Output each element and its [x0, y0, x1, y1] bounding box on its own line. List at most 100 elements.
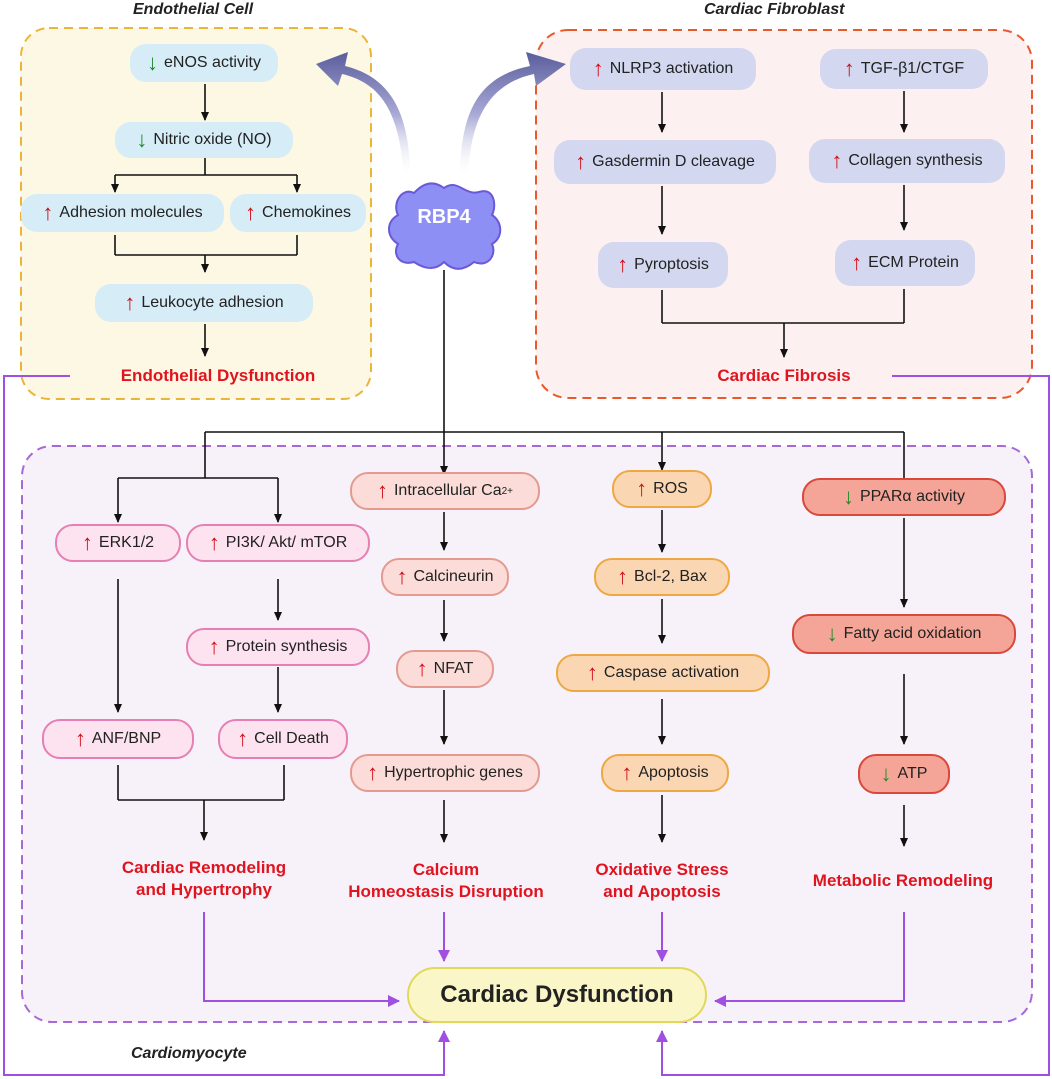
node-label: Leukocyte adhesion	[141, 294, 284, 311]
up-arrow-icon: ↑	[81, 530, 93, 555]
outcome-oxidative-stress: Oxidative Stress and Apoptosis	[574, 859, 750, 903]
node-pyroptosis: ↑ Pyroptosis	[598, 242, 728, 288]
node-nlrp3-activation: ↑ NLRP3 activation	[570, 48, 756, 90]
node-nfat: ↑ NFAT	[396, 650, 494, 688]
outcome-cardiac-remodeling: Cardiac Remodeling and Hypertrophy	[104, 857, 304, 901]
up-arrow-icon: ↑	[851, 250, 863, 275]
node-label: Fatty acid oxidation	[843, 625, 982, 642]
rbp4-label: RBP4	[417, 206, 471, 228]
endothelial-title: Endothelial Cell	[133, 1, 254, 18]
node-fatty-acid-oxidation: ↓ Fatty acid oxidation	[792, 614, 1016, 654]
sweep-arrow-right	[460, 52, 566, 178]
up-arrow-icon: ↑	[621, 760, 633, 785]
node-label: Collagen synthesis	[848, 152, 983, 169]
outcome-line: Cardiac Remodeling	[121, 858, 287, 877]
node-label: Gasdermin D cleavage	[592, 153, 755, 170]
node-pi3k-akt-mtor: ↑ PI3K/ Akt/ mTOR	[186, 524, 370, 562]
down-arrow-icon: ↓	[147, 50, 159, 75]
node-label: Apoptosis	[638, 764, 709, 781]
node-label: Protein synthesis	[225, 638, 348, 655]
node-label: Caspase activation	[603, 664, 740, 681]
up-arrow-icon: ↑	[617, 252, 629, 277]
node-label: ECM Protein	[868, 254, 959, 271]
node-bcl2-bax: ↑ Bcl-2, Bax	[594, 558, 730, 596]
outcome-cardiac-fibrosis: Cardiac Fibrosis	[717, 366, 851, 385]
node-cell-death: ↑ Cell Death	[218, 719, 348, 759]
node-label: ATP	[897, 765, 928, 782]
outcome-line: and Apoptosis	[603, 882, 721, 901]
node-enos-activity: ↓ eNOS activity	[130, 44, 278, 82]
up-arrow-icon: ↑	[575, 149, 587, 174]
node-hypertrophic-genes: ↑Hypertrophic genes	[350, 754, 540, 792]
down-arrow-icon: ↓	[843, 484, 854, 509]
node-label: NFAT	[433, 660, 474, 677]
node-leukocyte-adhesion: ↑ Leukocyte adhesion	[95, 284, 313, 322]
node-label: PI3K/ Akt/ mTOR	[225, 534, 348, 551]
up-arrow-icon: ↑	[592, 56, 604, 81]
outcome-line: Homeostasis Disruption	[348, 882, 544, 901]
node-label: Bcl-2, Bax	[634, 568, 707, 585]
node-protein-synthesis: ↑ Protein synthesis	[186, 628, 370, 666]
node-tgf-ctgf: ↑ TGF-β1/CTGF	[820, 49, 988, 89]
node-label: ANF/BNP	[91, 730, 162, 747]
outcome-metabolic-remodeling: Metabolic Remodeling	[812, 871, 994, 890]
node-gasdermin-cleavage: ↑ Gasdermin D cleavage	[554, 140, 776, 184]
node-atp: ↓ ATP	[858, 754, 950, 794]
up-arrow-icon: ↑	[42, 200, 54, 225]
node-label: PPARα activity	[860, 488, 965, 505]
outcome-calcium-disruption: Calcium Homeostasis Disruption	[340, 859, 552, 903]
node-collagen-synthesis: ↑ Collagen synthesis	[809, 139, 1005, 183]
outcome-line: Calcium	[412, 860, 480, 879]
outcome-line: Oxidative Stress	[595, 860, 729, 879]
up-arrow-icon: ↑	[396, 564, 408, 589]
up-arrow-icon: ↑	[208, 634, 220, 659]
node-cardiac-dysfunction: Cardiac Dysfunction	[407, 967, 707, 1023]
fibroblast-title: Cardiac Fibroblast	[704, 1, 845, 18]
cardiomyocyte-panel	[21, 445, 1033, 1023]
fibroblast-panel	[535, 29, 1033, 399]
node-nitric-oxide: ↓ Nitric oxide (NO)	[115, 122, 293, 158]
up-arrow-icon: ↑	[843, 56, 855, 81]
node-label: Chemokines	[262, 204, 351, 221]
node-ros: ↑ROS	[612, 470, 712, 508]
node-ecm-protein: ↑ ECM Protein	[835, 240, 975, 286]
up-arrow-icon: ↑	[636, 476, 648, 501]
node-label: TGF-β1/CTGF	[860, 60, 965, 77]
node-ppar-activity: ↓ PPARα activity	[802, 478, 1006, 516]
up-arrow-icon: ↑	[245, 200, 257, 225]
node-label: Intracellular Ca	[393, 482, 502, 499]
up-arrow-icon: ↑	[367, 760, 379, 785]
outcome-line: and Hypertrophy	[135, 880, 273, 899]
node-chemokines: ↑ Chemokines	[230, 194, 366, 232]
sweep-arrow-left	[316, 52, 410, 178]
node-label: Cell Death	[254, 730, 329, 747]
superscript: 2+	[501, 485, 513, 497]
down-arrow-icon: ↓	[826, 621, 838, 646]
node-label: Pyroptosis	[634, 256, 709, 273]
node-caspase-activation: ↑ Caspase activation	[556, 654, 770, 692]
node-label: Adhesion molecules	[59, 204, 203, 221]
up-arrow-icon: ↑	[124, 290, 136, 315]
up-arrow-icon: ↑	[831, 148, 843, 173]
node-label: NLRP3 activation	[609, 60, 734, 77]
rbp4-shape	[388, 182, 502, 270]
up-arrow-icon: ↑	[617, 564, 629, 589]
up-arrow-icon: ↑	[376, 478, 388, 503]
node-erk12: ↑ ERK1/2	[55, 524, 181, 562]
up-arrow-icon: ↑	[586, 660, 598, 685]
node-label: ERK1/2	[98, 534, 155, 551]
up-arrow-icon: ↑	[74, 726, 86, 751]
node-label: eNOS activity	[164, 54, 261, 71]
node-label: Calcineurin	[413, 568, 494, 585]
node-apoptosis: ↑ Apoptosis	[601, 754, 729, 792]
node-adhesion-molecules: ↑ Adhesion molecules	[21, 194, 224, 232]
cardiomyocyte-title: Cardiomyocyte	[131, 1045, 247, 1062]
down-arrow-icon: ↓	[880, 761, 892, 786]
down-arrow-icon: ↓	[136, 127, 148, 152]
up-arrow-icon: ↑	[416, 656, 428, 681]
up-arrow-icon: ↑	[208, 530, 220, 555]
node-label: Nitric oxide (NO)	[153, 131, 272, 148]
up-arrow-icon: ↑	[237, 726, 249, 751]
